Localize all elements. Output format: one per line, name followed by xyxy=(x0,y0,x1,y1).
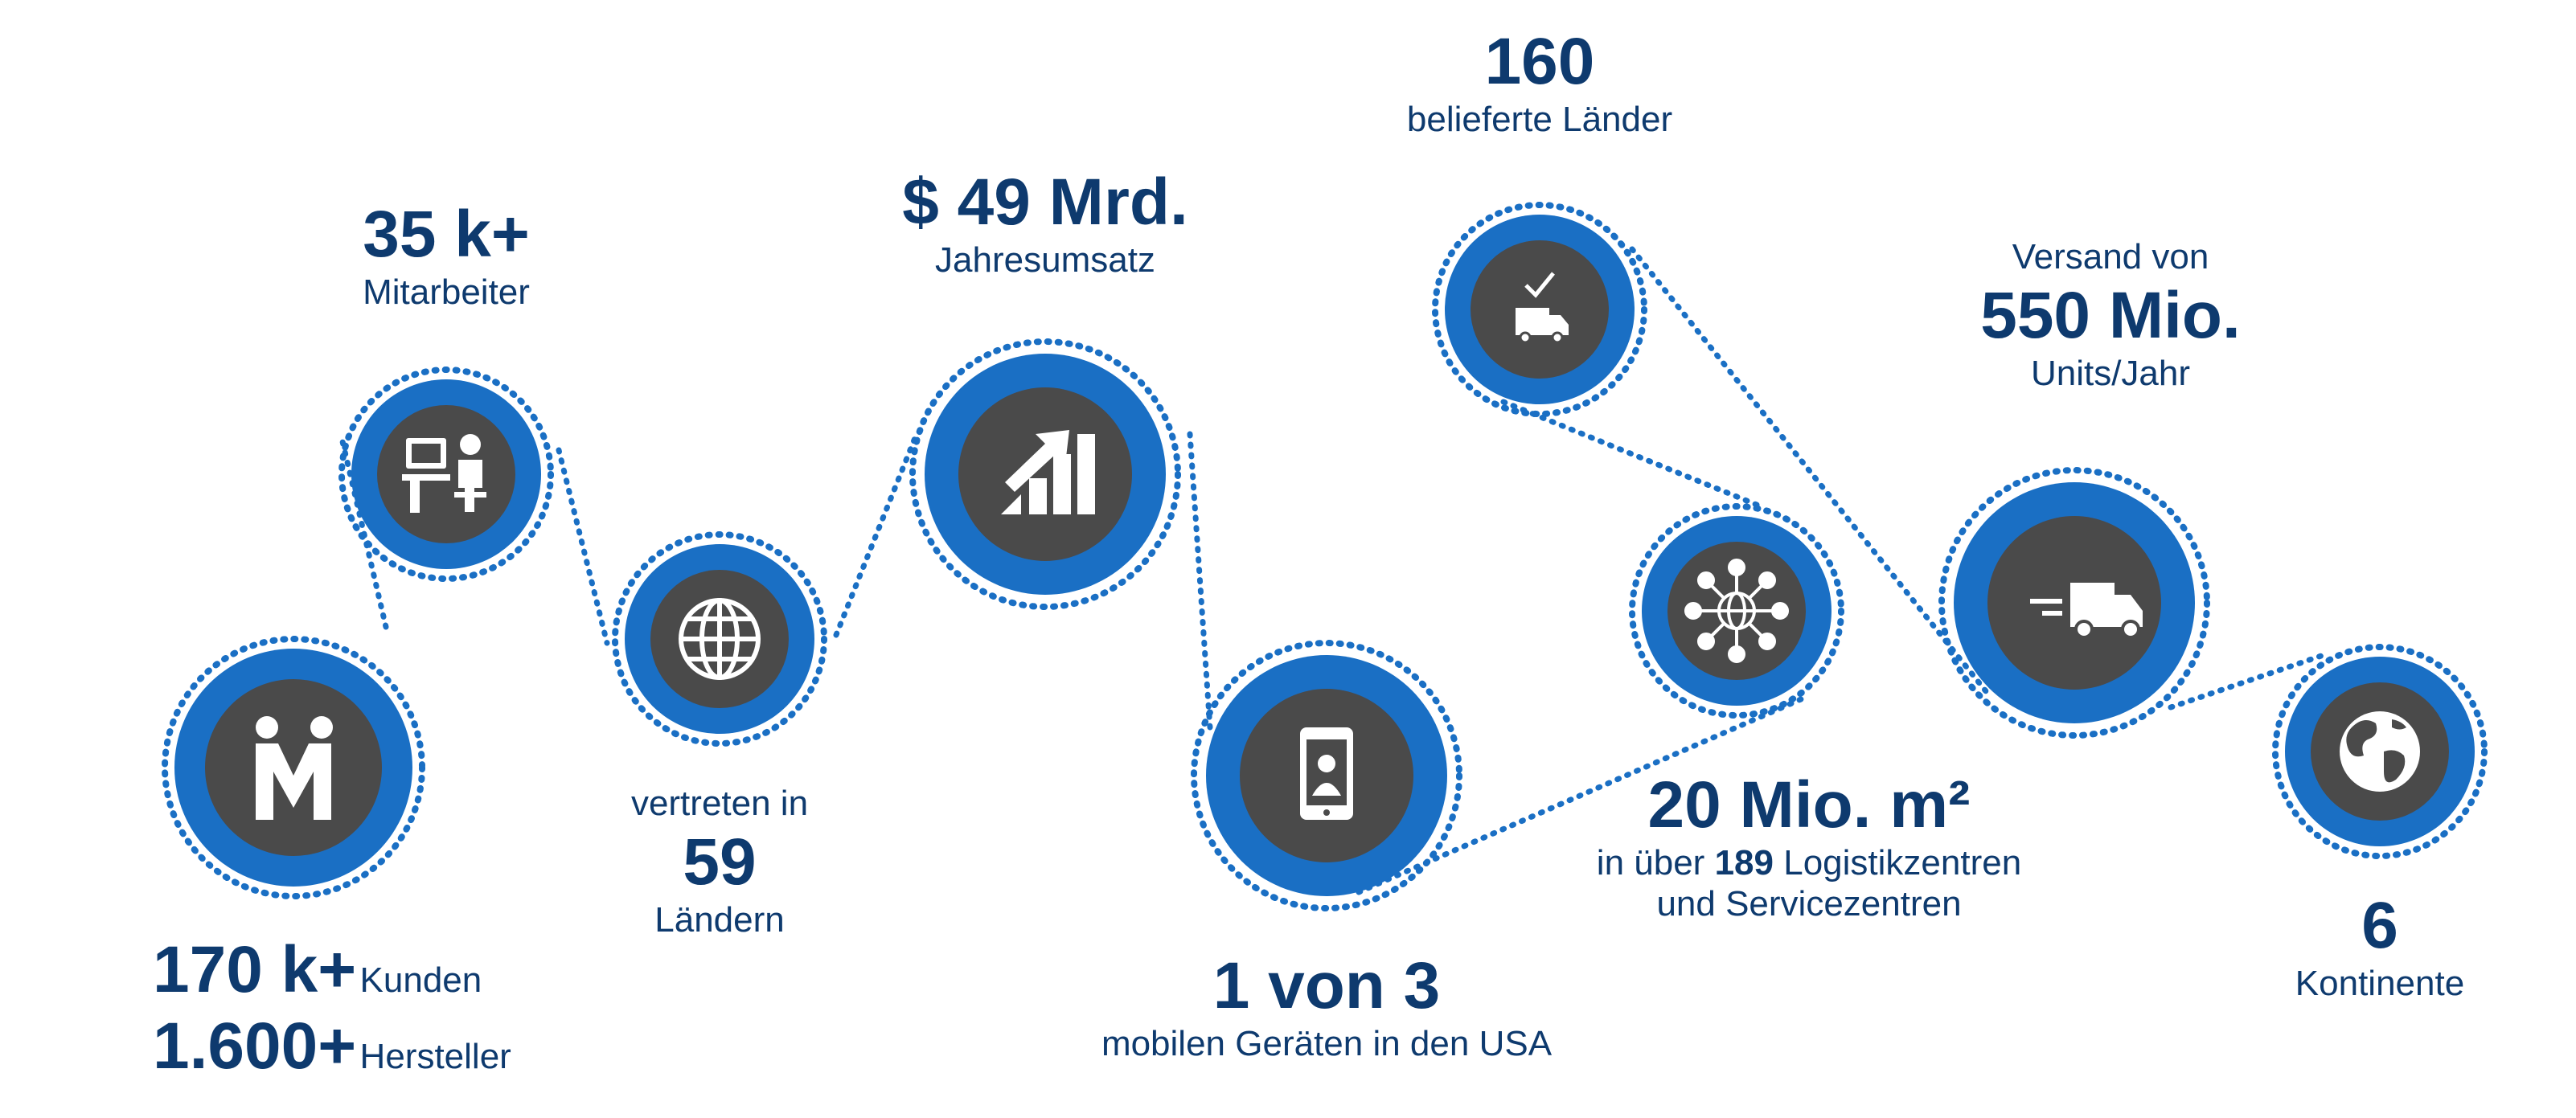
stat-flaeche-pre: in über xyxy=(1596,843,1705,883)
stat-laender-59-label: Ländern xyxy=(654,899,785,940)
node-versand xyxy=(1938,467,2210,739)
connector-line xyxy=(1187,431,1213,731)
office-worker-icon xyxy=(402,434,486,513)
growth-chart-icon xyxy=(1001,430,1095,514)
node-kunden xyxy=(162,636,425,899)
stat-mitarbeiter: 35 k+ Mitarbeiter xyxy=(326,197,567,313)
stat-hersteller: 1.600+ Hersteller xyxy=(153,1009,511,1084)
stat-laender-160: 160 belieferte Länder xyxy=(1379,24,1700,141)
stat-kunden: 170 k+ Kunden xyxy=(153,932,482,1008)
delivery-check-icon xyxy=(1516,272,1569,344)
stat-flaeche-value: 20 Mio. m² xyxy=(1647,768,1971,842)
stat-kunden-value: 170 k+ xyxy=(153,933,357,1006)
stat-flaeche: 20 Mio. m² in über 189 Logistikzentren u… xyxy=(1528,768,2090,924)
stat-versand: Versand von 550 Mio. Units/Jahr xyxy=(1930,237,2291,394)
fast-truck-icon xyxy=(2030,583,2143,639)
stat-hersteller-label: Hersteller xyxy=(359,1037,511,1076)
node-laender-160 xyxy=(1432,202,1647,417)
node-laender-59 xyxy=(612,531,827,747)
connector-line xyxy=(2168,652,2327,711)
stat-versand-prefix: Versand von xyxy=(2012,237,2209,276)
connector-line xyxy=(833,431,920,638)
stat-umsatz-label: Jahresumsatz xyxy=(935,240,1155,281)
handshake-people-icon xyxy=(256,716,333,820)
stat-kontinente-value: 6 xyxy=(2361,889,2398,962)
stat-mobile: 1 von 3 mobilen Geräten in den USA xyxy=(1045,948,1608,1065)
stat-flaeche-num: 189 xyxy=(1714,843,1774,883)
stat-kunden-label: Kunden xyxy=(359,960,482,1000)
node-umsatz xyxy=(909,338,1181,610)
stat-flaeche-post: Logistikzentren xyxy=(1783,843,2022,883)
network-globe-icon xyxy=(1684,559,1789,663)
stat-flaeche-line1: in über 189 Logistikzentren xyxy=(1528,843,2090,884)
stat-kontinente-label: Kontinente xyxy=(2295,964,2465,1004)
connector-lines xyxy=(338,246,2327,895)
connector-line xyxy=(1500,399,1764,510)
stat-kontinente: 6 Kontinente xyxy=(2259,888,2500,1005)
stat-laender-59-value: 59 xyxy=(683,825,757,899)
node-mobile xyxy=(1191,640,1462,911)
node-mitarbeiter xyxy=(338,367,554,582)
connector-line xyxy=(1629,246,1989,694)
stat-umsatz-value: $ 49 Mrd. xyxy=(902,166,1188,239)
stat-hersteller-value: 1.600+ xyxy=(153,1009,357,1083)
node-kontinente xyxy=(2272,644,2488,859)
stat-versand-value: 550 Mio. xyxy=(1980,278,2241,352)
node-flaeche xyxy=(1629,503,1844,719)
connector-line xyxy=(556,447,610,646)
connector-line xyxy=(1356,696,1804,895)
stat-laender-160-label: belieferte Länder xyxy=(1406,100,1673,140)
stat-mobile-label: mobilen Geräten in den USA xyxy=(1101,1024,1553,1064)
earth-icon xyxy=(2340,711,2420,792)
stat-umsatz: $ 49 Mrd. Jahresumsatz xyxy=(884,165,1206,281)
stat-laender-59: vertreten in 59 Ländern xyxy=(599,784,840,940)
stat-versand-label: Units/Jahr xyxy=(2030,353,2191,393)
stat-laender-160-value: 160 xyxy=(1484,25,1595,98)
globe-grid-icon xyxy=(679,598,761,680)
stat-mitarbeiter-label: Mitarbeiter xyxy=(363,272,530,313)
connector-line xyxy=(338,435,389,630)
stat-flaeche-line2: und Servicezentren xyxy=(1656,883,1962,923)
stat-laender-59-prefix: vertreten in xyxy=(630,784,809,823)
stat-mobile-value: 1 von 3 xyxy=(1212,949,1441,1022)
smartphone-contact-icon xyxy=(1300,727,1353,820)
stat-mitarbeiter-value: 35 k+ xyxy=(363,198,530,271)
